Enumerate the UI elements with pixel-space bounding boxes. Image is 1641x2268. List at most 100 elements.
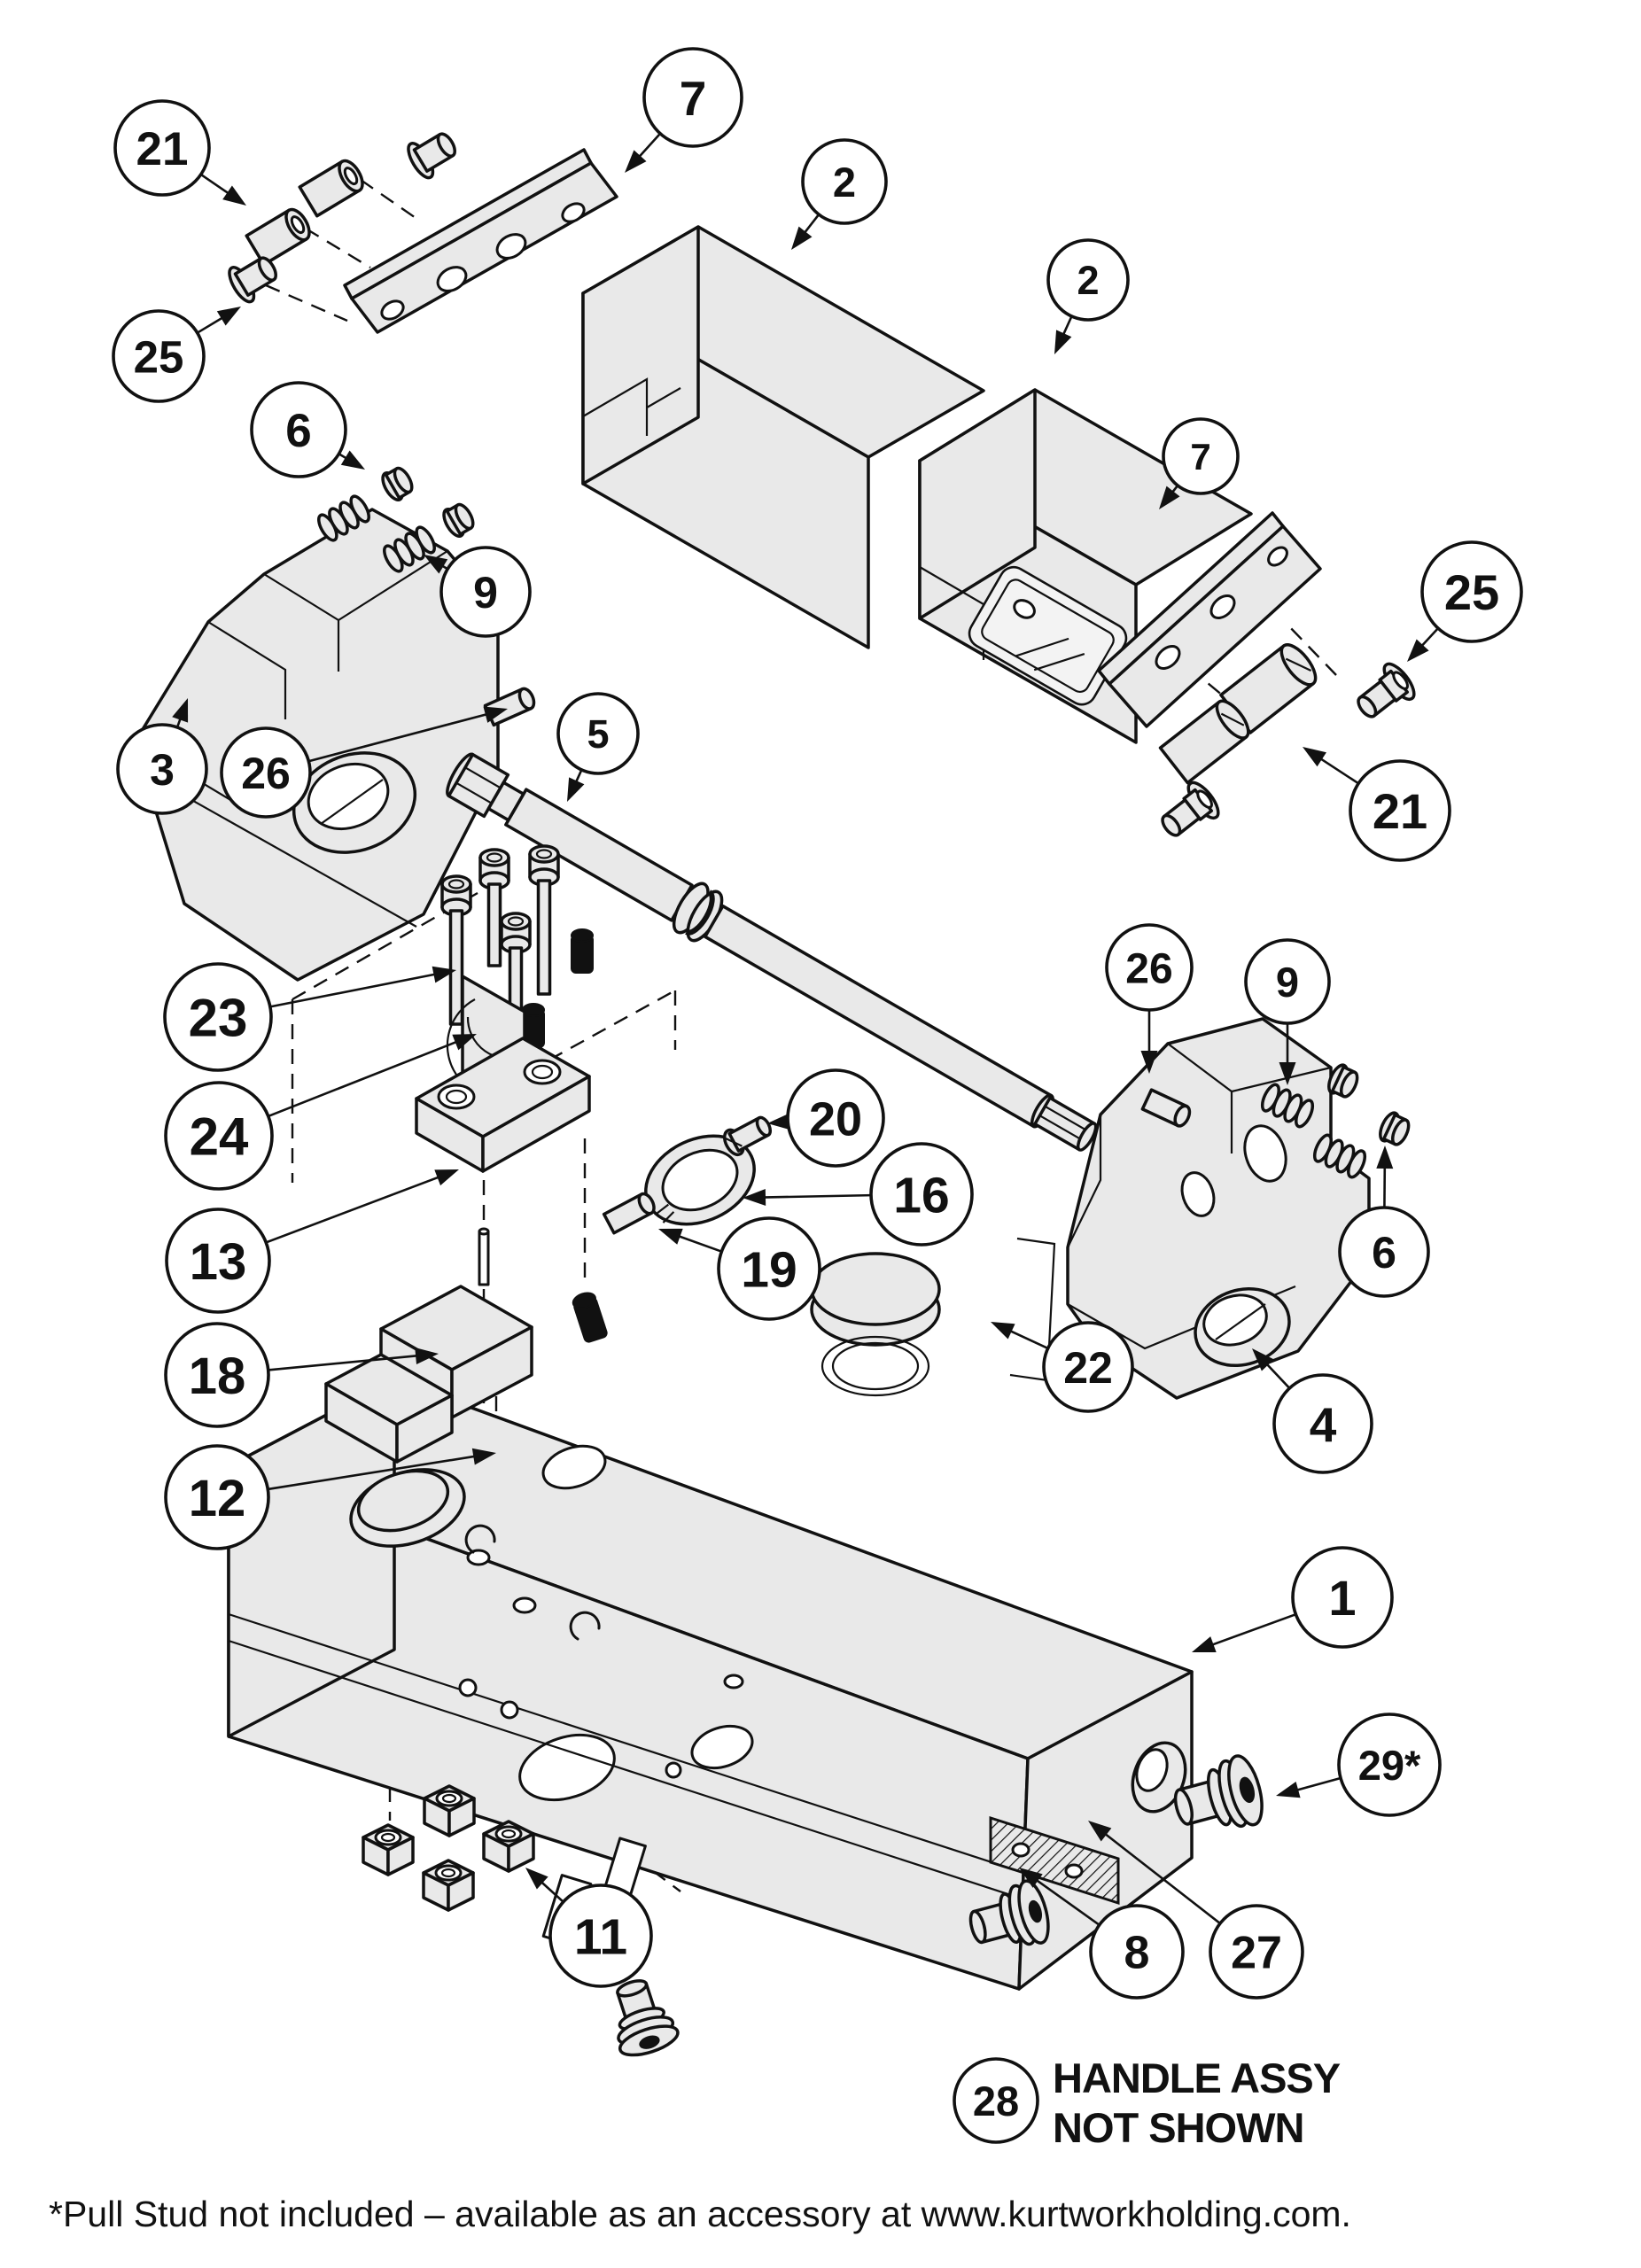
balloon-18: 18 <box>164 1322 270 1428</box>
balloon-number: 8 <box>1124 1928 1150 1979</box>
leader-arrowhead-29* <box>1276 1781 1301 1798</box>
balloon-circle <box>112 309 206 403</box>
leader-arrowhead-7 <box>625 150 647 173</box>
button-screw <box>1357 662 1416 718</box>
jaw-spring <box>1260 1083 1315 1129</box>
balloon-16: 16 <box>869 1142 974 1247</box>
balloon-5: 5 <box>556 692 640 775</box>
jaw-plate-spacer <box>298 159 364 218</box>
balloon-circle <box>220 726 312 819</box>
balloon-27: 27 <box>1209 1904 1304 2000</box>
balloon-circle <box>165 1208 271 1314</box>
black-set-screw <box>572 1292 608 1343</box>
leader-line-19 <box>676 1234 722 1253</box>
balloon-number: 9 <box>1276 959 1299 1006</box>
balloon-circle <box>1042 1321 1134 1413</box>
leader-line-2 <box>1061 315 1073 338</box>
leader-line-21 <box>200 173 231 196</box>
set-screw <box>1158 699 1250 785</box>
balloon-number: 21 <box>1373 783 1427 839</box>
balloon-number: 22 <box>1063 1343 1113 1393</box>
leader-arrowhead-18 <box>415 1348 439 1364</box>
button-screw <box>1161 781 1220 837</box>
balloon-number: 7 <box>1190 436 1210 478</box>
balloon-2: 2 <box>801 138 888 225</box>
jaw-plate-left <box>343 148 618 334</box>
balloon-number: 19 <box>741 1242 797 1299</box>
leader-arrowhead-4 <box>1252 1348 1274 1371</box>
square-nut <box>482 1820 535 1873</box>
balloon-circle <box>556 692 640 775</box>
balloon-21: 21 <box>113 99 211 197</box>
leader-line-26 <box>308 712 490 763</box>
balloon-circle <box>717 1216 821 1321</box>
balloon-number: 2 <box>1077 258 1099 303</box>
thrust-bracket <box>415 975 591 1173</box>
leader-arrowhead-9 <box>424 555 448 574</box>
leader-arrowhead-2 <box>791 226 813 250</box>
jaw-spring <box>317 494 370 542</box>
leader-line-24 <box>268 1039 460 1118</box>
leader-line-27 <box>1102 1831 1221 1925</box>
leader-line-23 <box>269 972 438 1008</box>
balloon-circle <box>1349 759 1451 862</box>
balloon-number: 24 <box>190 1107 249 1167</box>
leader-arrowhead-8 <box>1019 1868 1043 1888</box>
balloon-circle <box>1272 1373 1373 1474</box>
annotations: HANDLE ASSY NOT SHOWN *Pull Stud not inc… <box>49 2054 1351 2234</box>
balloon-number: 6 <box>285 405 311 457</box>
balloon-25: 25 <box>1420 540 1523 643</box>
balloon-3: 3 <box>116 723 208 815</box>
balloon-number: 29* <box>1358 1742 1421 1789</box>
jaw-spring <box>1312 1133 1367 1179</box>
leader-line-18 <box>268 1354 420 1371</box>
balloon-circle <box>786 1068 885 1168</box>
balloon-number: 25 <box>134 331 184 382</box>
balloon-number: 16 <box>893 1168 949 1224</box>
jaw-pin <box>1140 1088 1192 1128</box>
leader-arrowhead-1 <box>1192 1636 1217 1653</box>
balloon-28: 28 <box>953 2057 1039 2144</box>
leader-arrowhead-24 <box>452 1034 477 1051</box>
balloon-number: 26 <box>1125 945 1172 992</box>
leader-line-12 <box>268 1455 478 1491</box>
balloon-number: 13 <box>190 1233 247 1291</box>
pull-stud-plug <box>1173 1754 1264 1829</box>
balloon-circle <box>1337 1713 1442 1817</box>
leader-line-11 <box>539 1879 564 1903</box>
leader-arrowhead-6 <box>1376 1146 1394 1169</box>
leader-arrowhead-27 <box>1088 1821 1112 1842</box>
balloon-number: 27 <box>1231 1928 1282 1979</box>
balloon-circle <box>1162 417 1240 495</box>
balloon-circle <box>1105 923 1194 1012</box>
balloon-number: 2 <box>833 159 856 206</box>
spring-plug <box>442 502 475 539</box>
balloon-circle <box>1291 1546 1394 1649</box>
leader-arrowhead-2 <box>1054 330 1072 354</box>
jaw-plate-spacer <box>245 207 311 267</box>
balloon-circle <box>1338 1206 1430 1298</box>
leader-line-29* <box>1294 1776 1342 1792</box>
balloon-20: 20 <box>786 1068 885 1168</box>
balloon-circle <box>439 546 532 638</box>
balloon-number: 11 <box>574 1909 627 1966</box>
balloon-number: 20 <box>809 1092 862 1146</box>
jaw-spring <box>383 525 436 573</box>
leader-line-2 <box>802 214 820 236</box>
leader-arrowhead-9 <box>1279 1062 1296 1085</box>
leader-line-7 <box>636 132 662 159</box>
balloon-number: 6 <box>1372 1228 1396 1278</box>
balloon-number: 1 <box>1328 1570 1356 1626</box>
balloon-number: 25 <box>1444 564 1499 620</box>
balloon-circle <box>548 1884 653 1988</box>
footer-note: *Pull Stud not included – available as a… <box>49 2194 1351 2234</box>
balloon-number: 5 <box>587 711 609 757</box>
leader-arrowhead-3 <box>172 698 189 723</box>
balloon-number: 7 <box>680 71 707 126</box>
balloon-22: 22 <box>1042 1321 1134 1413</box>
leader-arrowhead-7 <box>1159 485 1180 509</box>
leader-arrowhead-5 <box>567 777 585 802</box>
spring-plug <box>381 466 414 502</box>
flat-head-screw <box>228 256 277 304</box>
